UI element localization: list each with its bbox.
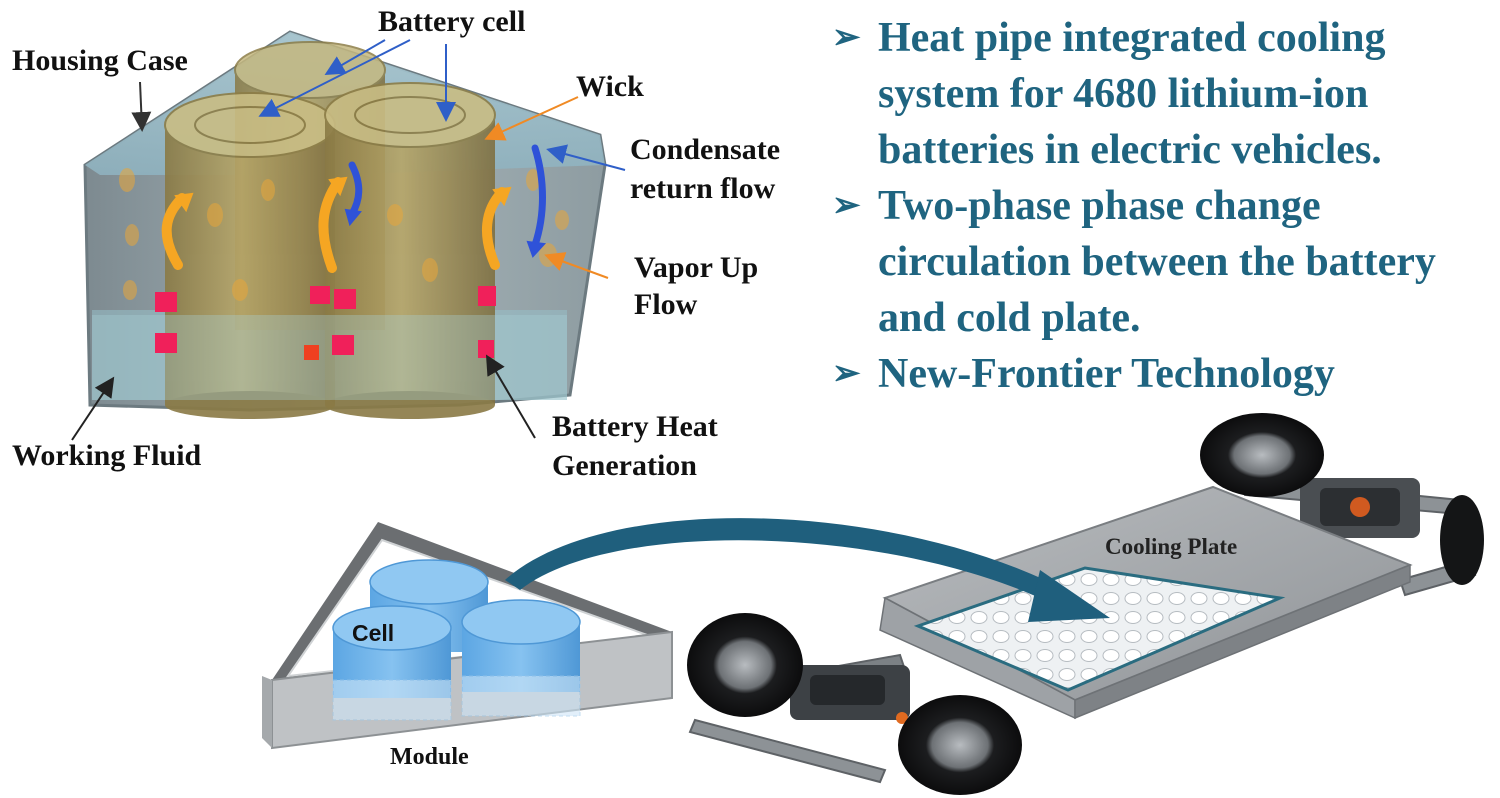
- label-module: Module: [390, 744, 469, 770]
- leader-lines: [71, 39, 626, 441]
- module-cells: [332, 559, 581, 721]
- bullet-item: ➢ Heat pipe integrated cooling system fo…: [832, 10, 1497, 178]
- wheel-front-right: [898, 695, 1022, 795]
- heat-generation-markers: [155, 286, 496, 360]
- bullet-arrow-icon: ➢: [832, 355, 861, 392]
- heat-pipe-schematic: [71, 30, 626, 441]
- bullet-text: New-Frontier Technology: [878, 351, 1335, 397]
- label-vapor-line2: Flow: [634, 288, 698, 321]
- bullet-item: ➢ New-Frontier Technology: [832, 346, 1497, 402]
- bullet-arrow-icon: ➢: [832, 19, 861, 56]
- vapor-bubbles: [119, 168, 569, 301]
- module-to-plate-arrow: [505, 518, 1110, 622]
- label-heat-line1: Battery Heat: [552, 410, 718, 443]
- vapor-up-arrows: [161, 176, 512, 273]
- label-wick: Wick: [576, 70, 644, 103]
- front-suspension: [790, 665, 910, 724]
- bullet-text: Two-phase phase change circulation betwe…: [878, 183, 1436, 341]
- label-heat-line2: Generation: [552, 449, 697, 482]
- label-condensate-line1: Condensate: [630, 133, 781, 166]
- condensate-return-arrows: [344, 144, 547, 258]
- label-housing-case: Housing Case: [12, 44, 188, 77]
- wheel-rear-right: [1440, 495, 1484, 585]
- label-cell: Cell: [352, 620, 395, 646]
- label-vapor-line1: Vapor Up: [634, 251, 759, 284]
- label-cooling-plate: Cooling Plate: [1105, 534, 1238, 559]
- bullet-arrow-icon: ➢: [832, 187, 861, 224]
- bullet-text: Heat pipe integrated cooling system for …: [878, 15, 1386, 173]
- label-condensate-line2: return flow: [630, 172, 776, 205]
- bullet-item: ➢ Two-phase phase change circulation bet…: [832, 178, 1497, 346]
- wheel-rear-left: [1200, 413, 1324, 497]
- label-working-fluid: Working Fluid: [12, 439, 202, 472]
- battery-pack: [879, 485, 1413, 720]
- label-battery-cell: Battery cell: [378, 5, 526, 38]
- rear-suspension: [1300, 478, 1420, 538]
- bullet-list: ➢ Heat pipe integrated cooling system fo…: [832, 10, 1497, 402]
- wheel-front-left: [687, 613, 803, 717]
